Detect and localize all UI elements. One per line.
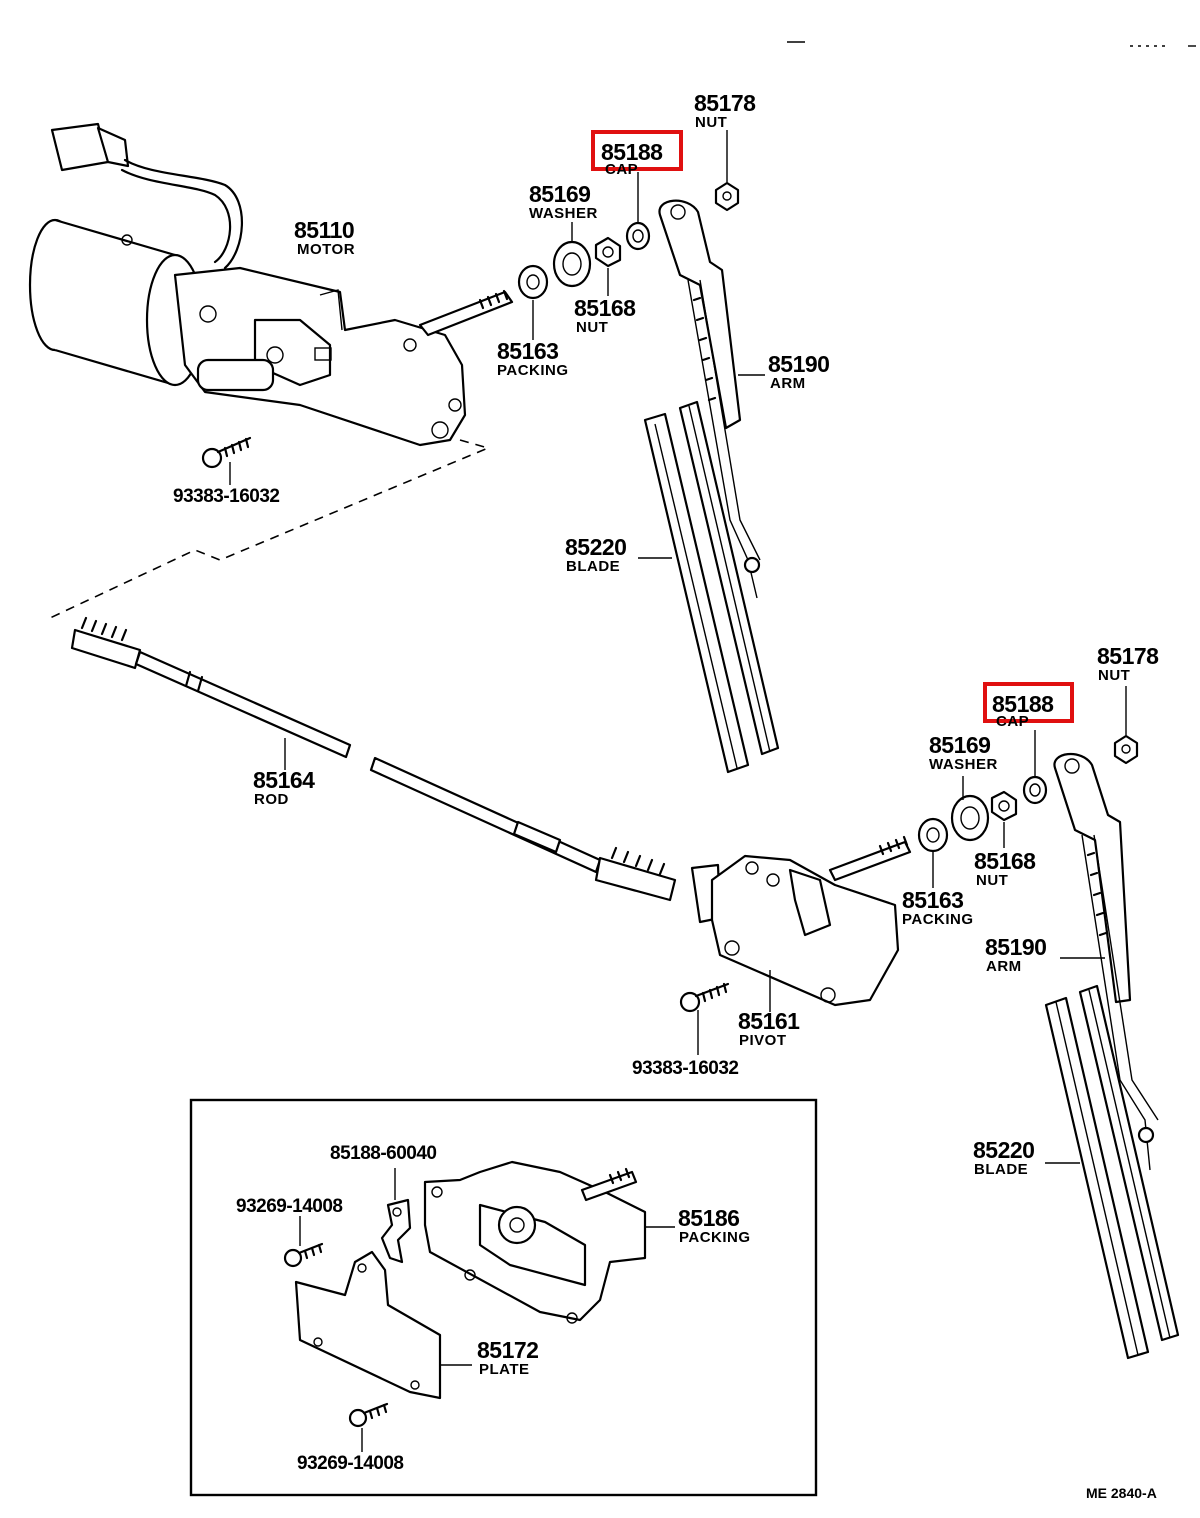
part-number: 85220 [973, 1137, 1034, 1163]
part-number: 85186 [678, 1205, 739, 1231]
part-name: NUT [576, 319, 608, 336]
lower-spindle-parts [917, 686, 1139, 888]
label-bolt-1: 93383-16032 [173, 486, 280, 507]
part-name: BLADE [566, 558, 620, 575]
label-inset-plate: 85172 PLATE [477, 1337, 539, 1378]
part-number: 85188 [992, 691, 1054, 717]
assembly-outline [49, 439, 491, 619]
label-cap-1: 85188 CAP [591, 130, 683, 178]
part-name: CAP [996, 713, 1029, 730]
linkage-rod [70, 616, 677, 902]
motor-illustration [28, 122, 514, 447]
bolt-icon [679, 982, 730, 1055]
part-name: BLADE [974, 1161, 1028, 1178]
lower-wiper-arm [1053, 752, 1159, 1171]
part-number: 93383-16032 [173, 486, 280, 507]
label-inset-cap: 85188-60040 [330, 1143, 437, 1164]
part-name: PIVOT [739, 1032, 787, 1049]
highlight-box [983, 682, 1074, 723]
part-number: 85178 [1097, 643, 1159, 669]
part-number: 85220 [565, 534, 626, 560]
label-inset-screw-2: 93269-14008 [297, 1453, 404, 1474]
part-name: WASHER [929, 756, 998, 773]
part-name: ROD [254, 791, 289, 808]
part-name: MOTOR [297, 241, 355, 258]
label-cap-2: 85188 CAP [983, 682, 1074, 730]
label-packing-2: 85163 PACKING [902, 887, 974, 928]
part-number: 93383-16032 [632, 1058, 739, 1079]
part-number: 85161 [738, 1008, 800, 1034]
bolt-icon [201, 436, 252, 485]
part-number: 85188-60040 [330, 1143, 437, 1164]
part-number: 85169 [929, 732, 990, 758]
label-washer-2: 85169 WASHER [929, 732, 998, 773]
label-nut-85178-1: 85178 NUT [694, 90, 757, 131]
label-arm-2: 85190 ARM [985, 934, 1047, 975]
label-motor: 85110 MOTOR [294, 217, 355, 258]
part-name: ARM [986, 958, 1022, 975]
part-number: 85163 [902, 887, 963, 913]
label-arm-1: 85190 ARM [768, 351, 830, 392]
part-number: 85168 [974, 848, 1036, 874]
part-number: 85110 [294, 217, 354, 243]
part-number: 93269-14008 [297, 1453, 404, 1474]
label-blade-1: 85220 BLADE [565, 534, 627, 575]
part-name: WASHER [529, 205, 598, 222]
part-number: 85168 [574, 295, 636, 321]
inset-illustration [283, 1160, 675, 1452]
highlight-box [591, 130, 683, 171]
part-number: 85190 [768, 351, 829, 377]
part-number: 85169 [529, 181, 590, 207]
lower-wiper-blade [1044, 984, 1180, 1360]
pivot-illustration [690, 835, 912, 1012]
label-blade-2: 85220 BLADE [973, 1137, 1035, 1178]
part-name: NUT [1098, 667, 1130, 684]
part-name: PACKING [497, 362, 569, 379]
upper-wiper-blade [638, 400, 780, 774]
part-number: 85172 [477, 1337, 538, 1363]
part-number: 93269-14008 [236, 1196, 343, 1217]
label-washer-1: 85169 WASHER [529, 181, 598, 222]
part-name: CAP [605, 161, 638, 178]
upper-spindle-parts [517, 130, 740, 340]
figure-reference: ME 2840-A [1086, 1485, 1157, 1501]
label-pivot: 85161 PIVOT [738, 1008, 801, 1049]
label-bolt-2: 93383-16032 [632, 1058, 739, 1079]
part-number: 85190 [985, 934, 1046, 960]
part-number: 85164 [253, 767, 315, 793]
scan-marks [787, 41, 1196, 47]
label-packing-1: 85163 PACKING [497, 338, 569, 379]
part-name: NUT [976, 872, 1008, 889]
part-name: NUT [695, 114, 727, 131]
part-name: PACKING [902, 911, 974, 928]
part-number: 85163 [497, 338, 558, 364]
part-name: ARM [770, 375, 806, 392]
label-inset-screw-1: 93269-14008 [236, 1196, 343, 1217]
label-nut-85178-2: 85178 NUT [1097, 643, 1160, 684]
part-number: 85188 [601, 139, 663, 165]
label-nut-85168-2: 85168 NUT [974, 848, 1037, 889]
label-rod: 85164 ROD [253, 767, 316, 808]
inset-frame [189, 1098, 818, 1497]
part-name: PLATE [479, 1361, 530, 1378]
upper-wiper-arm [658, 199, 765, 599]
part-number: 85178 [694, 90, 756, 116]
label-nut-85168-1: 85168 NUT [574, 295, 637, 336]
label-inset-packing: 85186 PACKING [678, 1205, 751, 1246]
part-name: PACKING [679, 1229, 751, 1246]
